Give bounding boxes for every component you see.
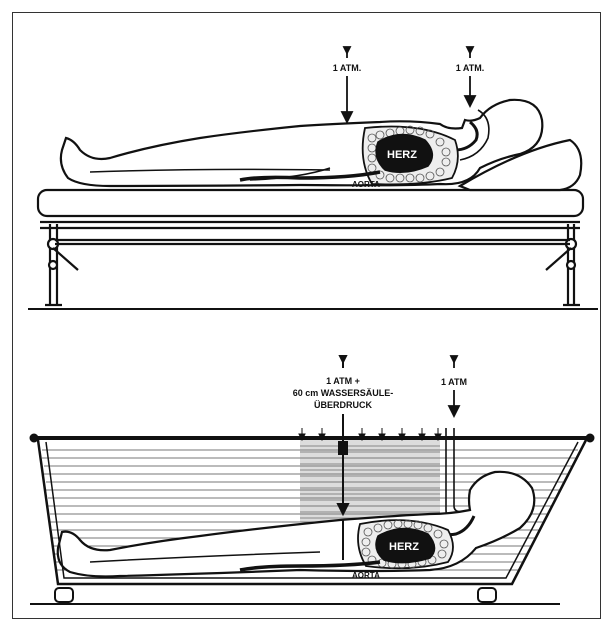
top-heart-label: HERZ	[387, 149, 417, 161]
bottom-arrow-mouth-label: 1 ATM	[441, 377, 467, 387]
bottom-pressure-label-line2: 60 cm WASSERSÄULE-	[293, 388, 394, 398]
top-panel: HERZ AORTA 1 ATM. 1 ATM.	[28, 47, 598, 309]
bottom-panel: HERZ AORTA 1 ATM + 60 cm WASS	[30, 356, 594, 604]
top-arrow-mouth	[465, 47, 475, 106]
bottom-pressure-label-line1: 1 ATM +	[326, 376, 360, 386]
bed	[38, 190, 583, 305]
bottom-heart-label: HERZ	[389, 541, 419, 553]
bottom-pressure-label-line3: ÜBERDRUCK	[314, 400, 372, 410]
lying-body	[61, 100, 542, 186]
top-aorta-label: AORTA	[352, 180, 380, 189]
top-arrow-abdomen-label: 1 ATM.	[333, 63, 362, 73]
top-arrow-abdomen	[342, 47, 352, 122]
tub-feet	[55, 588, 496, 602]
top-arrow-mouth-label: 1 ATM.	[456, 63, 485, 73]
submerged-body	[58, 472, 535, 577]
water-column	[300, 440, 440, 522]
